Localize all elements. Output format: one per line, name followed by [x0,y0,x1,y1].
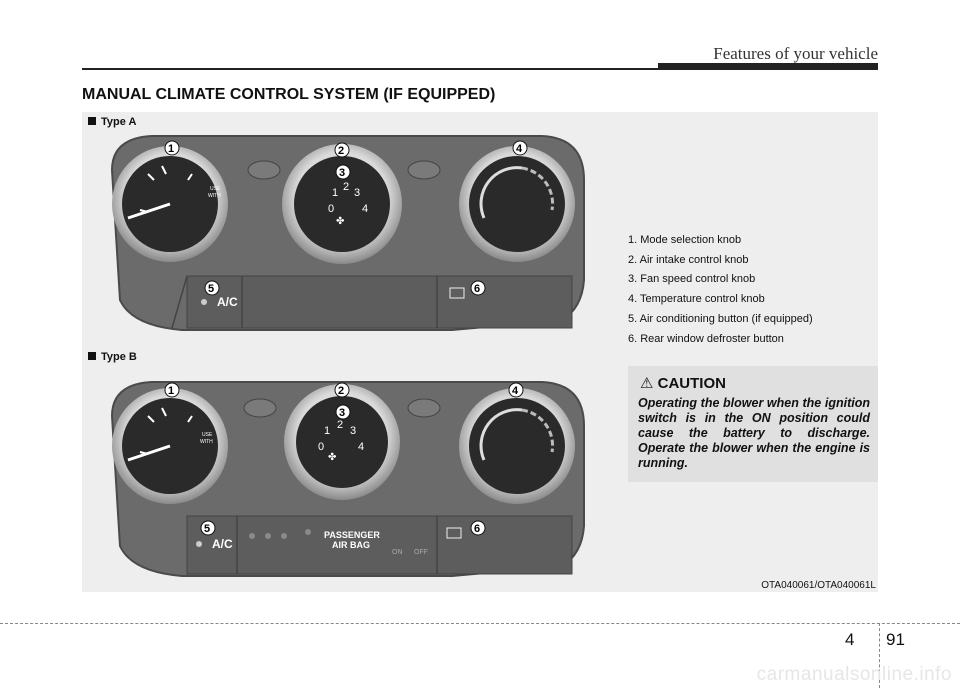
svg-text:5: 5 [204,523,210,535]
svg-text:1: 1 [168,143,174,155]
fan-speed-knob[interactable] [294,156,390,252]
airbag-off-label: OFF [414,549,428,556]
watermark: carmanualsonline.info [756,664,952,685]
footer-divider [879,623,880,688]
svg-text:2: 2 [338,385,344,397]
legend-item: 6. Rear window defroster button [628,332,784,345]
recirculation-icon[interactable] [407,160,441,180]
svg-text:USE: USE [202,432,213,438]
figure-code: OTA040061/OTA040061L [761,580,876,591]
temperature-control-knob[interactable] [469,398,565,494]
fan-icon: ✤ [328,452,336,463]
svg-text:0: 0 [328,203,334,215]
callout-markers: 1 2 3 4 5 6 [164,382,524,536]
fresh-air-icon[interactable] [247,160,281,180]
svg-text:4: 4 [512,385,519,397]
svg-text:WITH: WITH [200,439,213,445]
caution-box: ⚠ CAUTION Operating the blower when the … [628,366,878,482]
footer-rule [0,623,960,624]
type-b-label: Type B [88,351,137,363]
legend-item: 5. Air conditioning button (if equipped) [628,312,813,325]
airbag-on-label: ON [392,549,403,556]
svg-text:4: 4 [516,143,523,155]
fan-icon: ✤ [336,216,344,227]
svg-text:4: 4 [362,203,368,215]
svg-text:3: 3 [339,407,345,419]
page-number: 91 [886,630,905,649]
type-a-label: Type A [88,116,136,128]
caution-heading: ⚠ CAUTION [640,375,726,392]
legend-item: 1. Mode selection knob [628,234,742,246]
svg-text:2: 2 [343,181,349,193]
svg-text:2: 2 [338,145,344,157]
airbag-label-1: PASSENGER [324,530,380,540]
mode-with-label: WITH [208,193,221,199]
svg-text:6: 6 [474,523,480,535]
mode-use-label: USE [210,186,221,192]
warning-triangle-icon: ⚠ [640,375,654,392]
svg-text:3: 3 [339,167,345,179]
svg-text:2: 2 [337,419,343,431]
ac-button[interactable]: A/C [217,295,238,309]
svg-text:1: 1 [168,385,174,397]
header-rule [82,68,878,70]
svg-text:1: 1 [324,425,330,437]
svg-text:1: 1 [332,187,338,199]
caution-text: Operating the blower when the ignition s… [638,396,870,470]
climate-panel-type-b: USE WITH 0 1 2 3 4 ✤ A/C PASSENGER AIR B… [110,381,585,577]
svg-text:3: 3 [350,425,356,437]
callout-markers: 1 2 3 4 5 6 [164,140,528,296]
rear-defroster-button[interactable] [446,527,462,539]
bullet-square-icon [88,117,96,125]
legend-item: 4. Temperature control knob [628,293,765,306]
legend-item: 3. Fan speed control knob [628,273,756,286]
fan-speed-knob[interactable] [296,396,388,488]
ac-indicator-icon [201,299,207,305]
recirculation-icon[interactable] [407,398,441,418]
svg-text:0: 0 [318,441,324,453]
ac-indicator-icon [196,541,202,547]
svg-text:4: 4 [358,441,364,453]
airbag-label-2: AIR BAG [332,540,370,550]
chapter-number: 4 [845,630,855,649]
svg-text:5: 5 [208,283,214,295]
fresh-air-icon[interactable] [243,398,277,418]
rear-defroster-button[interactable] [449,287,465,299]
svg-text:6: 6 [474,283,480,295]
legend-item: 2. Air intake control knob [628,253,749,266]
section-title: MANUAL CLIMATE CONTROL SYSTEM (IF EQUIPP… [82,86,496,103]
header-bar [658,63,878,70]
temperature-control-knob[interactable] [469,156,565,252]
seatbelt-icons [249,529,311,539]
bullet-square-icon [88,352,96,360]
climate-panel-type-a: USE WITH 0 1 2 3 4 ✤ A/C 1 2 3 4 5 6 [110,135,585,331]
svg-text:3: 3 [354,187,360,199]
legend-list: 1. Mode selection knob 2. Air intake con… [628,231,813,349]
header-title: Features of your vehicle [713,44,878,63]
ac-button[interactable]: A/C [212,537,233,551]
